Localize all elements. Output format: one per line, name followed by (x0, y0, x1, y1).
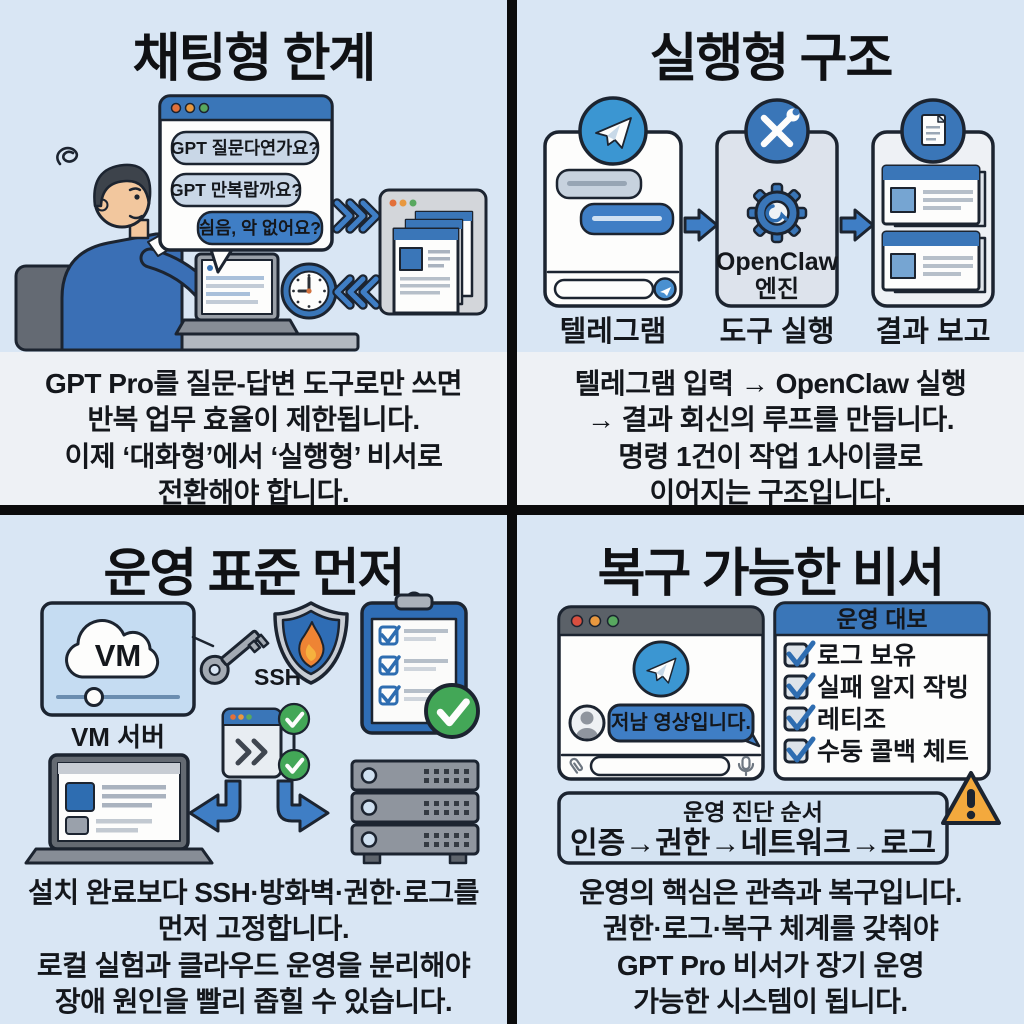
branch-arrow-right-icon (276, 779, 330, 833)
window-dot-icon (570, 614, 584, 628)
recoverable-assistant-illustration: 저남 영상입니다. 운영 대보 로그 보유 (557, 601, 1001, 865)
terminal-window (221, 707, 283, 779)
flow-arrow-icon (683, 208, 719, 242)
flow-arrow-icon (839, 208, 875, 242)
checklist-item: 실패 알지 작빙 (817, 674, 969, 702)
stacked-windows (378, 188, 488, 316)
chat-bubble-text: 싐음, 악 없어요? (199, 218, 321, 238)
paperclip-icon (569, 757, 584, 774)
telegram-card (543, 96, 683, 308)
panel-caption: 텔레그램 입력 → OpenClaw 실행 → 결과 회신의 루프를 만듭니다.… (574, 368, 967, 505)
chevron-arrows-icon (332, 198, 381, 310)
key-icon (199, 629, 270, 685)
panel-ops-standard: 운영 표준 먼저 VM VM 서버 SSH (0, 515, 507, 1024)
check-icon (786, 736, 816, 763)
check-icon (786, 672, 816, 699)
green-check-icon (426, 685, 478, 737)
checklist-item: 레티조 (817, 706, 886, 734)
panel-title: 운영 표준 먼저 (103, 545, 406, 603)
caption-background (517, 352, 1024, 505)
message-input (589, 755, 731, 777)
laptop-icon (24, 753, 214, 865)
engine-sub: 엔진 (755, 276, 799, 303)
send-icon (653, 277, 677, 301)
diagnosis-sequence: 인증→권한→네트워크→로그 (570, 827, 936, 860)
check-icon (786, 704, 816, 731)
slider-knob (84, 687, 104, 707)
chat-bubble (170, 172, 302, 208)
chat-window: GPT 질문다연가요? GPT 만복랍까요? 싐음, 악 없어요? (158, 94, 334, 274)
shield-fire-icon (273, 601, 349, 685)
prompt-chevrons-icon (235, 738, 268, 766)
step-label-tool-run: 도구 실행 (720, 315, 835, 348)
ops-checklist: 운영 대보 로그 보유 실패 알지 작빙 레티조 수둥 콜백 체트 (773, 601, 991, 781)
diagnosis-bar: 운영 진단 순서 인증→권한→네트워크→로그 (557, 791, 949, 865)
warning-icon (941, 771, 1001, 825)
executor-flow-illustration: OpenClaw 엔진 텔레 (543, 96, 995, 348)
vm-label: VM (95, 638, 142, 673)
clock-icon (280, 262, 338, 320)
panel-title: 실행형 구조 (649, 30, 894, 88)
step-label-report: 결과 보고 (876, 315, 991, 348)
window-dot-icon (198, 102, 210, 114)
chat-bubble-user (196, 210, 324, 246)
panel-title: 복구 가능한 비서 (597, 545, 946, 603)
window-titlebar (557, 605, 765, 637)
window-dot-icon (170, 102, 182, 114)
window-dot-icon (184, 102, 196, 114)
window-dot-icon (606, 614, 620, 628)
panel-caption: GPT Pro를 질문-답변 도구로만 쓰면 반복 업무 효율이 제한됩니다. … (44, 368, 463, 505)
green-check-icon (279, 750, 309, 780)
clipboard-icon (360, 591, 478, 737)
panel-caption: 운영의 핵심은 관측과 복구입니다. 권한·로그·복구 체계를 갖춰야 GPT … (579, 877, 962, 1018)
step-label-telegram: 텔레그램 (560, 315, 667, 348)
chat-bubble-text: 저남 영상입니다. (611, 711, 751, 734)
engine-card: OpenClaw 엔진 (715, 98, 839, 308)
diagnosis-title: 운영 진단 순서 (683, 799, 823, 825)
caption-background (0, 352, 507, 505)
telegram-chat-window: 저남 영상입니다. (557, 605, 765, 781)
mic-icon (737, 755, 755, 777)
panel-recoverable-assistant: 복구 가능한 비서 저남 영상입니다. (517, 515, 1024, 1024)
vm-server-label: VM 서버 (71, 722, 165, 752)
branch-arrow-left-icon (188, 779, 242, 833)
checklist-item: 수둥 콜백 체트 (817, 738, 969, 766)
green-check-icon (279, 704, 309, 734)
report-card (871, 98, 995, 308)
checklist-header (773, 601, 991, 637)
cloud-icon (65, 619, 160, 679)
hair (93, 163, 152, 208)
server-icon (350, 759, 480, 865)
ops-standard-illustration: VM VM 서버 SSH (24, 591, 507, 865)
telegram-icon (632, 640, 690, 698)
chat-bubble (170, 130, 320, 166)
window-titlebar (158, 94, 334, 122)
telegram-icon (578, 96, 648, 166)
vm-server-card: VM (40, 601, 196, 717)
chat-limit-illustration: GPT 질문다연가요? GPT 만복랍까요? 싐음, 악 없어요? (14, 94, 488, 352)
scribble-icon (56, 146, 79, 166)
panel-chat-limit: 채팅형 한계 (0, 0, 507, 505)
checklist-header-text: 운영 대보 (836, 606, 927, 632)
panel-executor-structure: 실행형 구조 (517, 0, 1024, 505)
chat-bubble-text: GPT 만복랍까요? (170, 180, 302, 200)
checklist-rows (378, 625, 448, 706)
flame-icon (298, 621, 325, 668)
window-dot-icon (588, 614, 602, 628)
chat-bubble-text: GPT 질문다연가요? (171, 138, 319, 158)
check-icon (786, 640, 816, 667)
chat-bubble-user (607, 703, 755, 743)
checklist-item: 로그 보유 (817, 642, 916, 670)
message-input (553, 278, 655, 300)
panel-title: 채팅형 한계 (132, 30, 377, 88)
gear-icon (746, 182, 808, 244)
engine-name: OpenClaw (716, 248, 839, 276)
panel-caption: 설치 완료보다 SSH·방화벽·권한·로그를 먼저 고정합니다. 로컬 실험과 … (28, 877, 479, 1018)
